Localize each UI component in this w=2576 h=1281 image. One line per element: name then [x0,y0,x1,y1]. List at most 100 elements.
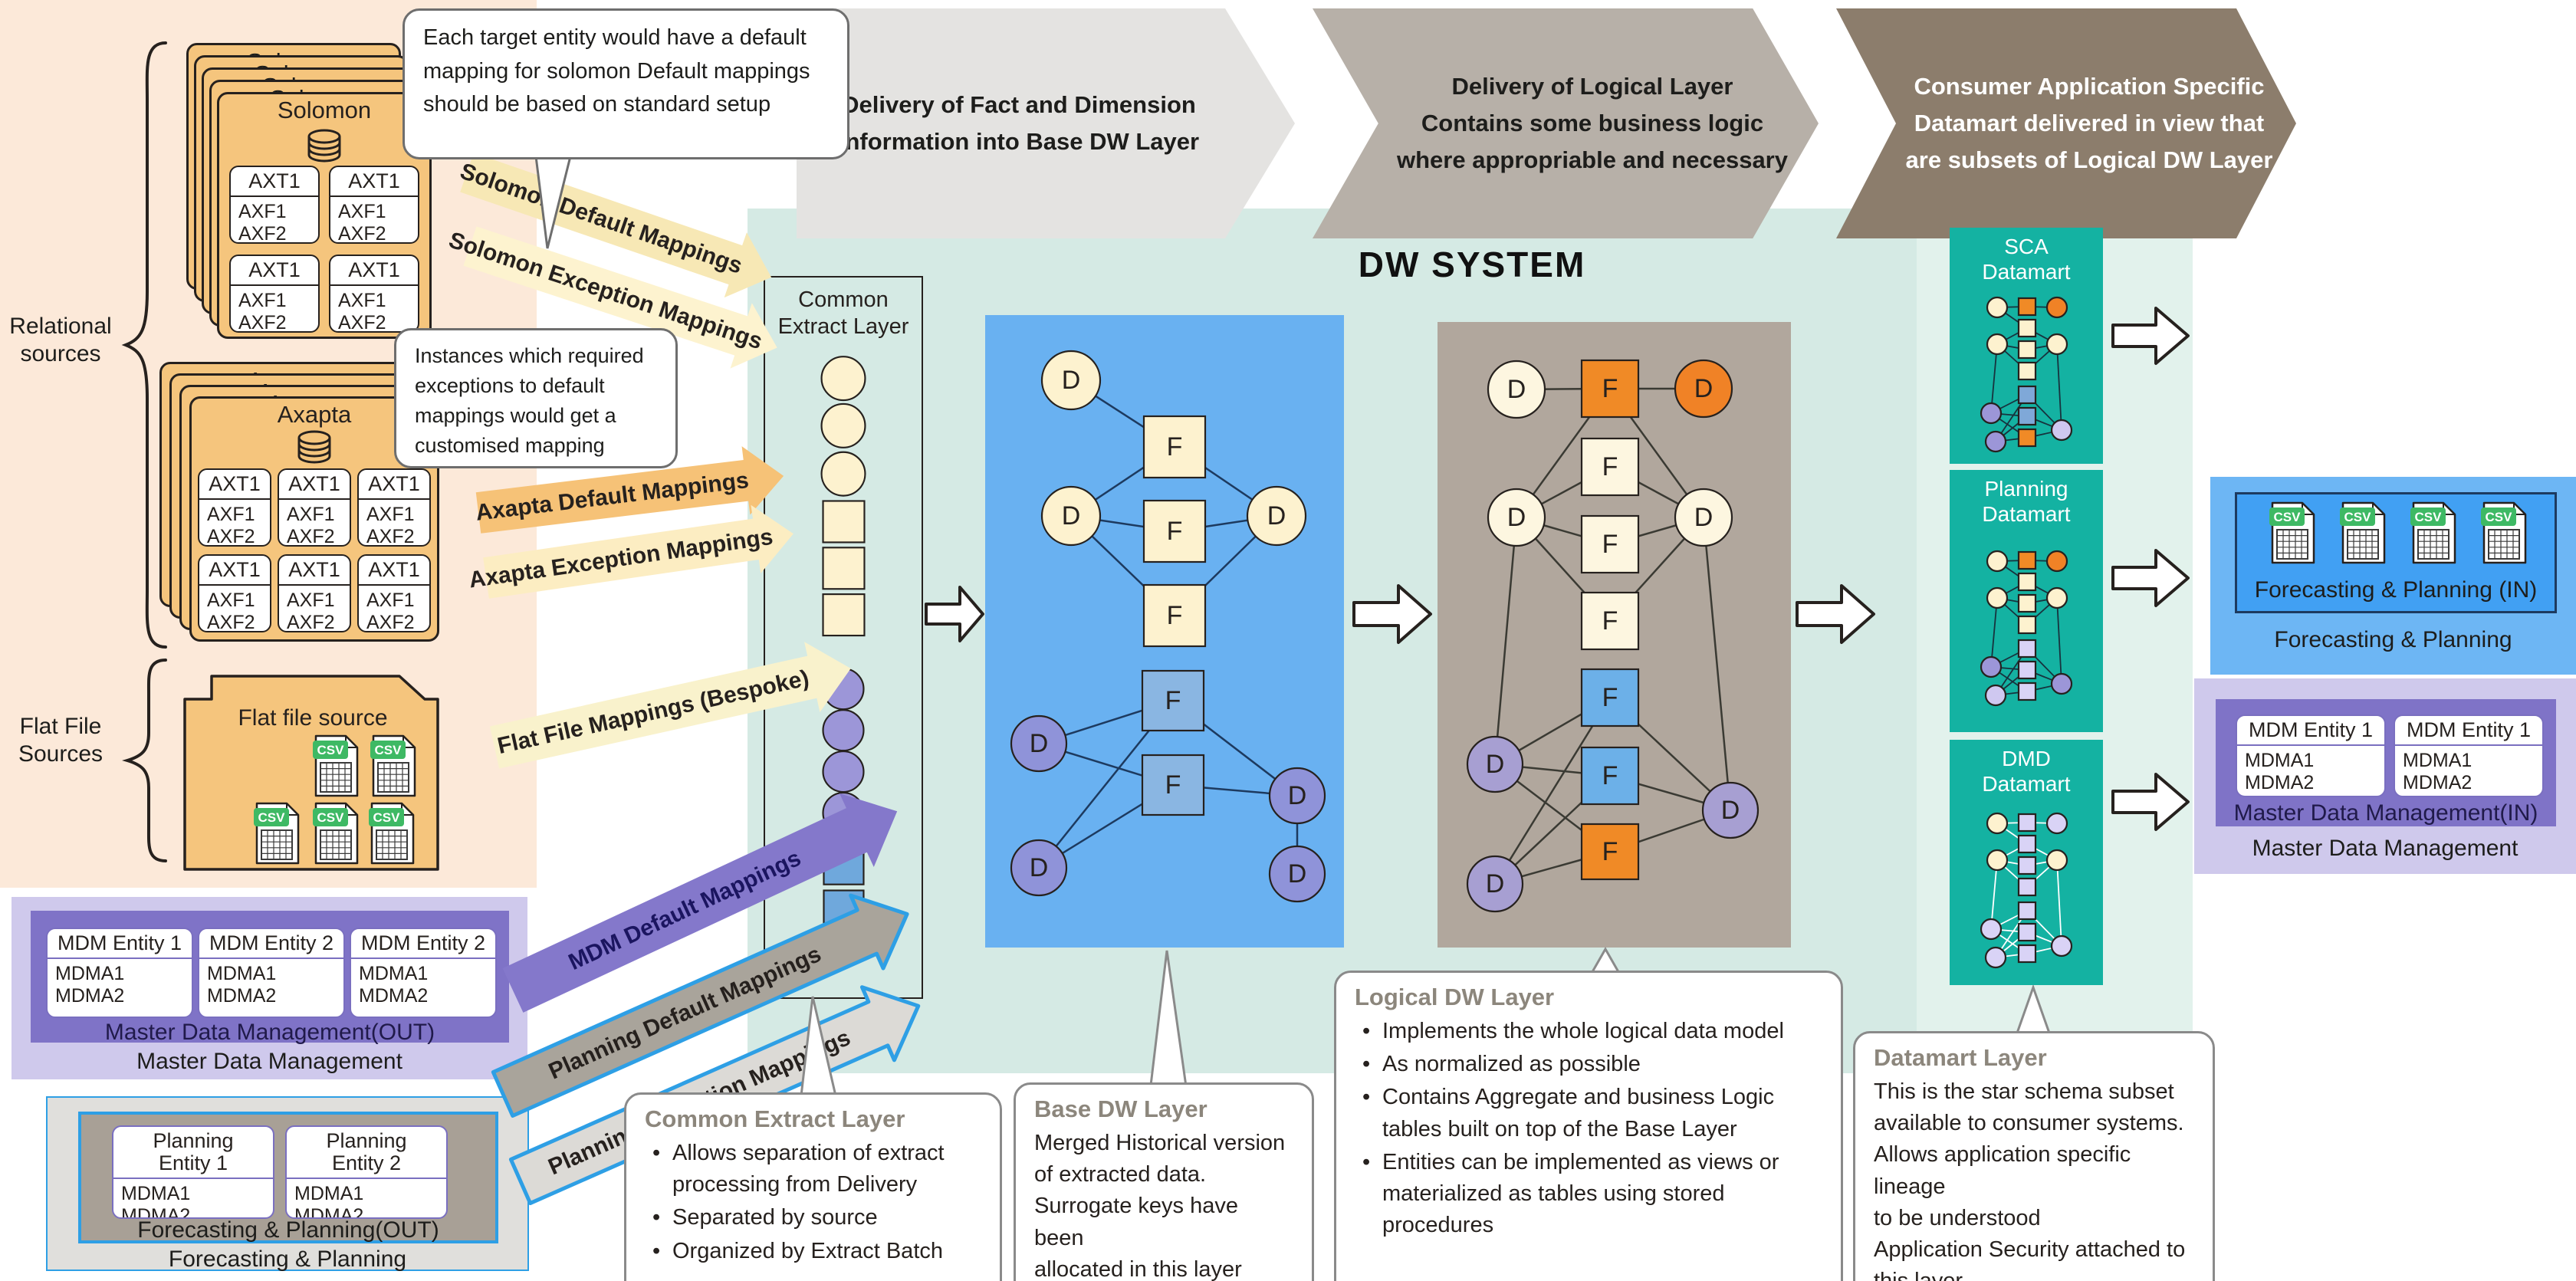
dimension-node [1487,360,1546,419]
datamart-layer-callout: Datamart Layer This is the star schema s… [1853,1031,2215,1281]
common-extract-layer-title: Common Extract Layer [777,287,909,339]
node-label: F [1602,530,1618,559]
schema-node [2017,877,2037,897]
common-extract-layer-callout: Common Extract Layer Allows separation o… [624,1092,1002,1281]
sca-datamart-schema [1980,296,2073,453]
planning-out-label: Forecasting & Planning(OUT) [137,1217,439,1243]
dimension-node [1010,839,1068,897]
chevron-label: Delivery of Logical Layer Contains some … [1397,72,1788,174]
entity-attributes: MDMA1 MDMA2 [359,963,429,1007]
entity-attributes: AXF1 AXF2 [287,590,335,632]
entity-attributes: MDMA1 MDMA2 [55,963,125,1007]
mdm-out-label: Master Data Management(OUT) [104,1020,435,1045]
callout-bullet: Entities can be implemented as views or … [1355,1147,1822,1242]
axapta-title: Axapta [277,401,352,428]
dimension-node [1040,350,1102,411]
schema-node [2017,340,2037,360]
schema-node [2017,572,2037,592]
callout-body: Merged Historical version of extracted d… [1034,1131,1286,1281]
dw-system-title: DW SYSTEM [1358,245,1586,284]
chevron-label: Delivery of Fact and Dimension informati… [838,90,1200,155]
schema-node [823,843,865,885]
fact-node [1141,669,1205,732]
schema-node [1984,430,2007,453]
svg-text:CSV: CSV [2486,510,2513,524]
entity-title: AXT1 [330,167,418,198]
node-label: D [1288,859,1307,888]
node-label: D [1030,853,1049,882]
schema-node [2045,849,2068,872]
node-label: F [1602,683,1618,712]
callout-bullet: Implements the whole logical data model [1355,1016,1822,1047]
node-label: D [1030,729,1049,758]
svg-text:CSV: CSV [317,743,345,757]
dimension-node [1674,359,1733,419]
entity-attributes: MDMA1 MDMA2 [2403,750,2472,793]
schema-node [2017,385,2037,405]
fact-node [1142,415,1207,479]
chevron-base-delivery: Delivery of Fact and Dimension informati… [797,8,1295,238]
entity-attributes: AXF1 AXF2 [366,504,415,547]
callout-title: Common Extract Layer [645,1105,905,1132]
schema-node [2045,812,2068,835]
node-label: D [1694,503,1714,532]
schema-node [2017,813,2037,833]
schema-node [2045,550,2068,573]
schema-node [822,547,866,590]
relationship-line [2056,598,2062,685]
dimension-node [1268,845,1326,903]
mdm-entity-card: MDM Entity 1 MDMA1 MDMA2 [2236,714,2386,797]
node-label: F [1165,770,1181,800]
schema-node [1980,402,2003,425]
entity-title: AXT1 [279,556,350,586]
entity-attributes: AXF1 AXF2 [287,504,335,547]
callout-title: Datamart Layer [1874,1044,2047,1071]
node-label: F [1167,432,1183,461]
master-data-management-in-group: MDM Entity 1 MDMA1 MDMA2 MDM Entity 1 MD… [2194,678,2576,874]
dimension-node [1268,767,1326,825]
relationship-line [1493,697,1612,885]
fact-node [1142,583,1207,648]
entity-title: AXT1 [231,256,318,287]
mdm-entity-card: MDM Entity 1 MDMA1 MDMA2 [2394,714,2544,797]
entity-attributes: MDMA1 MDMA2 [2245,750,2315,793]
dimension-node [1674,488,1733,547]
entity-title: AXT1 [199,470,270,501]
schema-node [2017,361,2037,381]
node-label: F [1602,374,1618,403]
entity-attributes: AXF1 AXF2 [338,290,386,333]
schema-node [2045,586,2068,609]
exception-mapping-note: Instances which required exceptions to d… [394,328,678,468]
callout-bullet: Allows separation of extract processing … [645,1138,981,1201]
datamart-title: SCA Datamart [1982,235,2071,284]
callout-bullet: Separated by source [645,1202,981,1233]
entity-attributes: AXF1 AXF2 [238,290,287,333]
svg-text:CSV: CSV [375,743,402,757]
dimension-node [1466,855,1524,913]
dimension-node [1487,488,1546,547]
callout-body: This is the star schema subset available… [1874,1079,2186,1281]
node-label: D [1507,503,1526,532]
dimension-node [1010,714,1068,773]
chevron-label: Consumer Application Specific Datamart d… [1905,72,2273,174]
schema-node [822,593,866,637]
entity-title: AXT1 [231,167,318,198]
entity-title: Planning Entity 2 [287,1127,446,1180]
entity-attributes: MDMA1 MDMA2 [121,1183,191,1219]
schema-node [822,751,865,793]
master-data-management-out-group: MDM Entity 1 MDMA1 MDMA2 MDM Entity 2 MD… [12,897,527,1079]
logical-dw-layer-callout: Logical DW Layer Implements the whole lo… [1334,971,1843,1281]
entity-title: AXT1 [359,470,429,501]
schema-node [823,889,865,931]
entity-attributes: AXF1 AXF2 [207,590,255,632]
mdm-group-label: Master Data Management [136,1049,402,1074]
